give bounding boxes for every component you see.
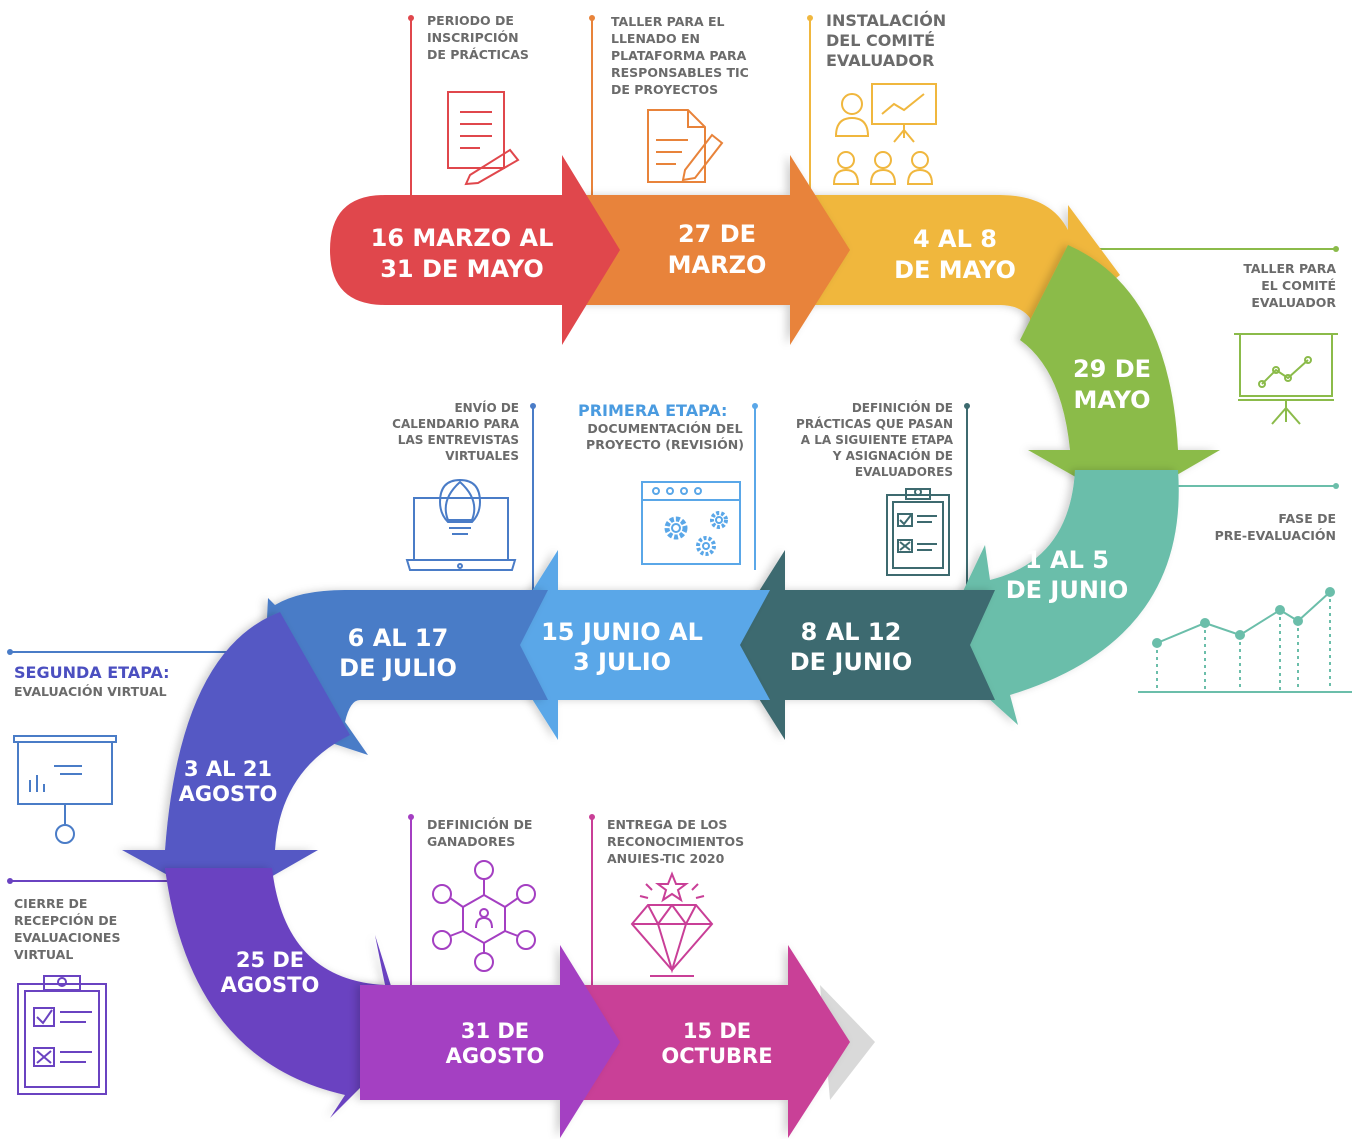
second-stage-subtitle: EVALUACIÓN VIRTUAL [14,684,167,699]
diamond-star-icon [630,871,714,977]
step-12-line1: 15 DE [683,1019,751,1043]
step-7-line2: 3 JULIO [573,648,671,676]
arrow-segment-purple [360,945,620,1138]
arrow-segment-light-blue [498,550,770,740]
step-10-line2: AGOSTO [221,973,320,997]
label-instalacion: INSTALACIÓN DEL COMITÉ EVALUADOR [826,11,947,70]
arrow-segment-magenta [580,945,850,1138]
label-cierre: CIERRE DE RECEPCIÓN DE EVALUACIONES VIRT… [14,896,121,962]
label-entrega: ENTREGA DE LOS RECONOCIMIENTOS ANUIES-TI… [607,817,745,866]
step-8-line2: DE JULIO [339,654,457,682]
clipboard-checklist-icon [886,488,950,576]
first-stage-subtitle: DOCUMENTACIÓN DEL PROYECTO (REVISIÓN) [586,421,744,452]
label-pre-evaluacion: FASE DE PRE-EVALUACIÓN [1214,511,1336,543]
committee-presentation-icon [832,83,937,185]
laptop-lightbulb-icon [405,478,517,571]
leader-lines [7,15,1339,990]
arrow-segment-indigo [122,612,350,905]
network-people-icon [432,860,536,972]
arrow-segment-dark-teal [725,550,995,740]
line-chart-icon [1138,587,1352,693]
step-6-line2: DE JUNIO [790,648,913,676]
arrow-segment-green [1020,245,1220,505]
step-3-line2: DE MAYO [894,256,1016,284]
step-11-line2: AGOSTO [446,1044,545,1068]
clipboard-checklist-large-icon [17,975,107,1095]
paper-pencil-icon [647,109,724,183]
arrow-segment-red [330,155,620,345]
presentation-pin-icon [13,735,117,844]
label-taller-comite: TALLER PARA EL COMITÉ EVALUADOR [1243,261,1336,310]
first-stage-title: PRIMERA ETAPA: [578,401,728,420]
step-2-line2: MARZO [668,251,767,279]
step-1-line2: 31 DE MAYO [380,255,544,283]
label-inscripcion: PERIODO DE INSCRIPCIÓN DE PRÁCTICAS [427,13,529,62]
step-2-line1: 27 DE [678,220,756,248]
arrow-segment-violet [165,868,408,1118]
step-8-line1: 6 AL 17 [348,624,449,652]
second-stage-title: SEGUNDA ETAPA: [14,663,170,682]
step-11-line1: 31 DE [461,1019,529,1043]
step-7-line1: 15 JUNIO AL [541,618,703,646]
arrow-segment-teal [935,470,1179,725]
step-1-line1: 16 MARZO AL [371,224,554,252]
step-4-line1: 29 DE [1073,355,1151,383]
step-10-line1: 25 DE [236,948,304,972]
presentation-board-icon [1234,333,1338,425]
label-taller-llenado: TALLER PARA EL LLENADO EN PLATAFORMA PAR… [611,14,749,97]
step-6-line1: 8 AL 12 [801,618,902,646]
label-envio-calendario: ENVÍO DE CALENDARIO PARA LAS ENTREVISTAS… [392,401,519,463]
label-definicion-ganadores: DEFINICIÓN DE GANADORES [427,817,533,849]
document-pencil-icon [447,91,520,186]
step-4-line2: MAYO [1073,386,1150,414]
step-5-line2: DE JUNIO [1006,576,1129,604]
step-5-line1: 1 AL 5 [1025,546,1109,574]
step-9-line2: AGOSTO [179,782,278,806]
label-definicion-practicas: DEFINICIÓN DE PRÁCTICAS QUE PASAN A LA S… [796,401,953,479]
step-12-line2: OCTUBRE [661,1044,772,1068]
browser-gears-icon [641,481,741,565]
step-3-line1: 4 AL 8 [913,225,997,253]
step-9-line1: 3 AL 21 [184,757,272,781]
arrow-segment-orange [575,155,850,345]
